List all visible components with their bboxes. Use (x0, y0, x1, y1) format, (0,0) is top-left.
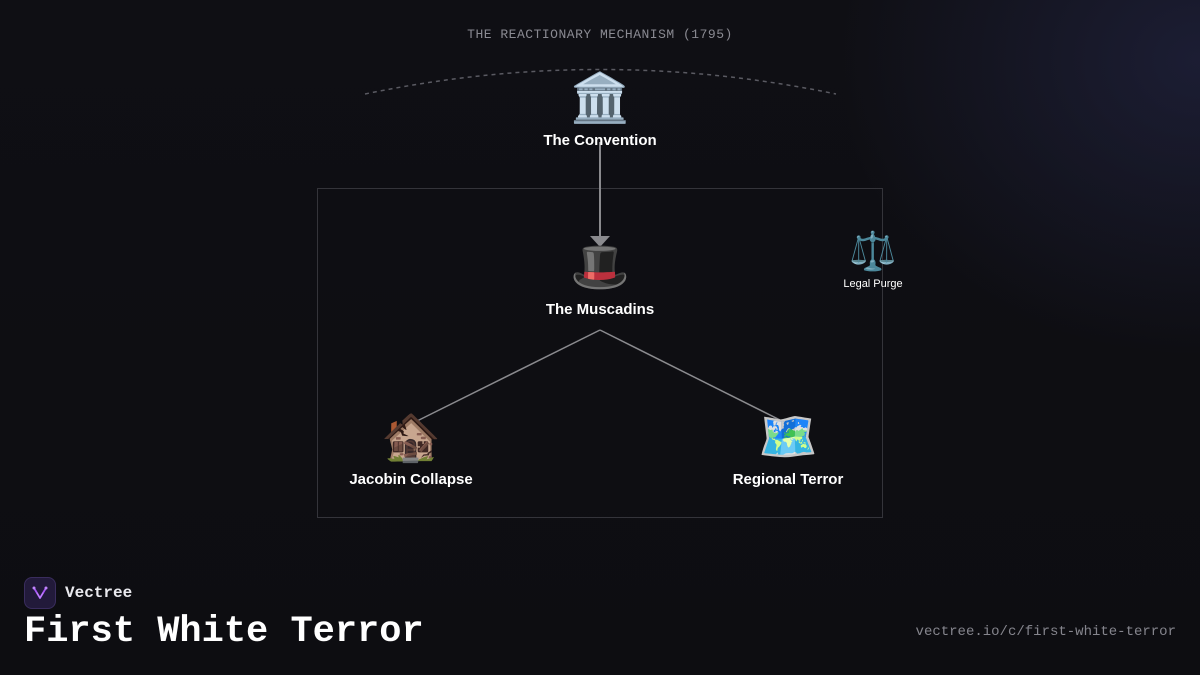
vectree-logo-icon (24, 577, 56, 609)
brand-name: Vectree (65, 584, 133, 602)
top-hat-icon: 🎩 (570, 239, 630, 295)
edge-muscadins-regional (599, 329, 785, 423)
world-map-icon: 🗺️ (758, 409, 818, 465)
balance-scale-icon: ⚖️ (849, 229, 897, 273)
arrowhead-down (590, 236, 610, 247)
page-title: First White Terror (24, 611, 424, 653)
node-label: The Muscadins (545, 301, 655, 318)
diagram-heading: THE REACTIONARY MECHANISM (1795) (467, 27, 733, 42)
classical-building-icon: 🏛️ (570, 70, 630, 126)
node-label: Jacobin Collapse (349, 471, 473, 488)
node-jacobin-collapse[interactable]: 🏚️ Jacobin Collapse (349, 409, 472, 488)
node-label: Legal Purge (843, 278, 903, 290)
node-legal-purge[interactable]: ⚖️ Legal Purge (843, 228, 902, 290)
edge-muscadins-jacobin (414, 329, 601, 423)
brand[interactable]: Vectree (24, 577, 132, 609)
node-label: The Convention (543, 132, 657, 149)
page-url-link[interactable]: vectree.io/c/first-white-terror (915, 624, 1176, 640)
node-the-muscadins[interactable]: 🎩 The Muscadins (546, 239, 654, 318)
node-regional-terror[interactable]: 🗺️ Regional Terror (733, 409, 844, 488)
top-arc (364, 68, 837, 95)
node-label: Regional Terror (732, 471, 844, 488)
derelict-house-icon: 🏚️ (381, 409, 441, 465)
node-the-convention[interactable]: 🏛️ The Convention (543, 70, 656, 149)
